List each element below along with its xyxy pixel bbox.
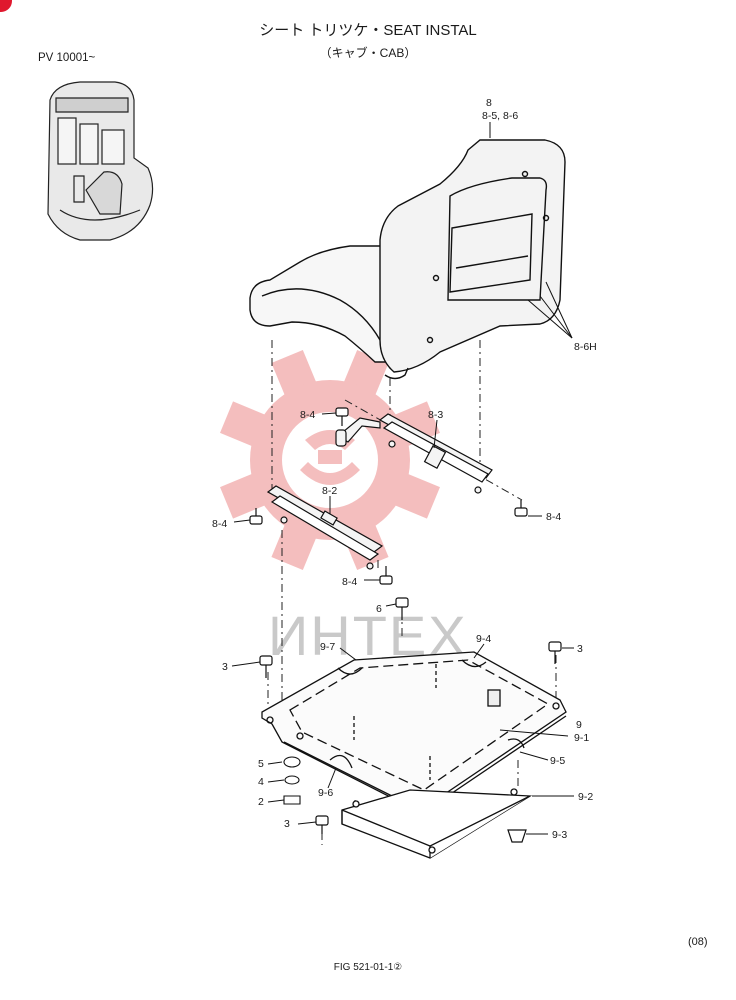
bolt-3-bottom-icon bbox=[315, 815, 329, 834]
callout-9-1: 9-1 bbox=[574, 732, 589, 744]
bolt-icons bbox=[249, 407, 562, 843]
rubber-pad bbox=[341, 788, 533, 859]
callout-3-right: 3 bbox=[577, 643, 583, 655]
callout-8-4-top: 8-4 bbox=[300, 409, 315, 421]
callout-9: 9 bbox=[576, 719, 582, 731]
callout-8-4-left: 8-4 bbox=[212, 518, 227, 530]
callout-8-2: 8-2 bbox=[322, 485, 337, 497]
page-title: シート トリツケ・SEAT INSTAL bbox=[259, 22, 477, 39]
page-subtitle: （キャブ・CAB） bbox=[319, 46, 417, 60]
bolt-8-4-top-icon bbox=[335, 407, 349, 426]
callout-8-4-bottom: 8-4 bbox=[342, 576, 357, 588]
callout-3-left: 3 bbox=[222, 661, 228, 673]
callout-8-4-right: 8-4 bbox=[546, 511, 561, 523]
callout-9-6: 9-6 bbox=[318, 787, 333, 799]
seat-assembly bbox=[249, 139, 566, 380]
bolt-3-right-icon bbox=[548, 641, 562, 664]
callout-9-5: 9-5 bbox=[550, 755, 565, 767]
excavator-cab-thumbnail bbox=[47, 81, 154, 241]
slide-rail-right bbox=[335, 413, 493, 494]
nut-9-3-icon bbox=[507, 829, 527, 843]
callout-3-bottom: 3 bbox=[284, 818, 290, 830]
callout-9-7: 9-7 bbox=[320, 641, 335, 653]
seat-leader-lines bbox=[489, 122, 573, 339]
callout-5: 5 bbox=[258, 758, 264, 770]
bolt-8-4-right-icon bbox=[514, 500, 528, 517]
figure-code: FIG 521-01-1② bbox=[333, 962, 403, 973]
callout-8: 8 bbox=[486, 97, 492, 109]
callout-9-4: 9-4 bbox=[476, 633, 491, 645]
callout-8-3: 8-3 bbox=[428, 409, 443, 421]
callout-8-5-8-6: 8-5, 8-6 bbox=[482, 110, 518, 122]
callout-9-3: 9-3 bbox=[552, 829, 567, 841]
callout-labels: 8 8-5, 8-6 8-6H 8-4 8-3 8-2 8-4 8-4 8-4 … bbox=[212, 97, 597, 841]
bolt-6-icon bbox=[395, 597, 409, 620]
bolt-8-4-bottom-icon bbox=[379, 566, 393, 585]
serial-range: PV 10001~ bbox=[38, 52, 96, 64]
nut-2-icon bbox=[283, 795, 301, 805]
slide-rail-left bbox=[266, 485, 384, 570]
callout-4: 4 bbox=[258, 776, 264, 788]
page-code: (08) bbox=[688, 936, 708, 948]
washer-4-icon bbox=[284, 775, 300, 785]
callout-leaders bbox=[231, 412, 574, 835]
bolt-3-left-icon bbox=[259, 655, 273, 678]
seat-base-plate bbox=[261, 651, 567, 813]
callout-2: 2 bbox=[258, 796, 264, 808]
callout-8-6h: 8-6H bbox=[574, 341, 597, 353]
callout-6: 6 bbox=[376, 603, 382, 615]
washer-5-icon bbox=[283, 756, 301, 768]
callout-9-2: 9-2 bbox=[578, 791, 593, 803]
hardware-stack bbox=[283, 756, 301, 805]
